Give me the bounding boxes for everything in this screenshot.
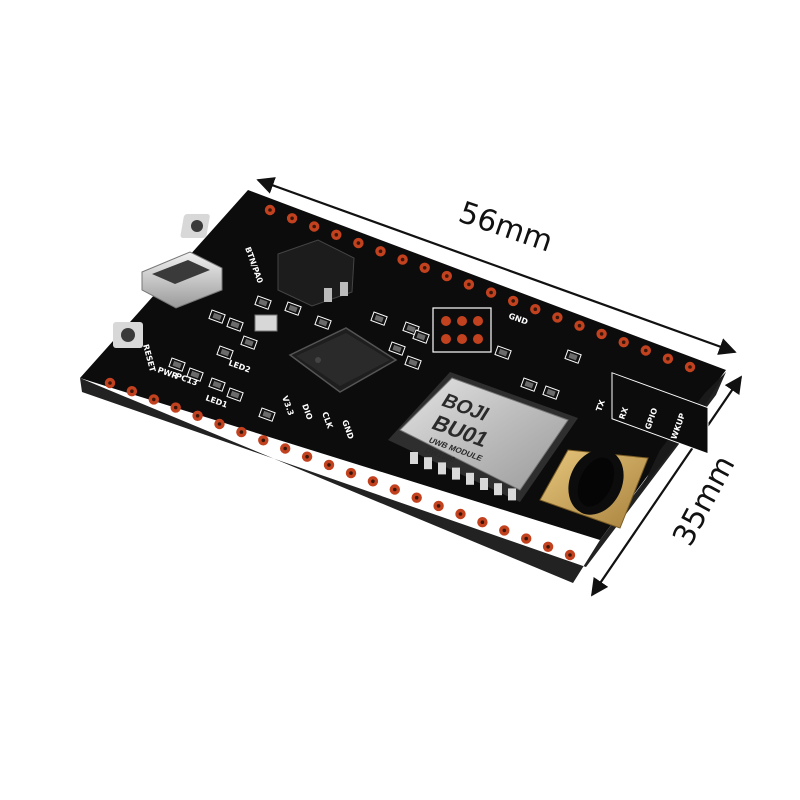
pin-tx-label: TX (594, 398, 607, 413)
smd-component-body (244, 338, 254, 347)
swd-pad-block (432, 307, 492, 353)
bottom-header-pad-hole (239, 430, 244, 434)
top-header-pad-hole (577, 323, 582, 328)
micro-usb-connector (141, 251, 223, 309)
smd-component-body (262, 410, 272, 419)
bottom-header-pad-hole (195, 414, 200, 418)
top-header-pad-hole (688, 365, 692, 369)
top-header-pad-hole (290, 216, 294, 221)
module-pad (480, 478, 488, 490)
module-pad (452, 467, 460, 480)
smd-component-body (258, 298, 268, 307)
bottom-header-pad-hole (305, 454, 309, 459)
bottom-header-pad-hole (152, 397, 156, 402)
smd-component-body (212, 312, 222, 321)
bottom-header-pad-hole (349, 471, 353, 475)
top-header-pads (264, 204, 696, 373)
top-header-pad-hole (621, 340, 626, 345)
smd-component-body (190, 370, 200, 379)
boot-button (180, 214, 210, 238)
watermark-text: taobao.com (179, 427, 269, 472)
smd-components (168, 295, 582, 422)
smd-component-body (416, 332, 426, 341)
bottom-header-pad-hole (436, 504, 441, 508)
bottom-header-pads (104, 377, 576, 561)
top-header-pad-hole (312, 224, 317, 229)
bottom-header-pad-hole (524, 536, 528, 541)
smd-component-body (230, 390, 240, 399)
bottom-header-pad-hole (393, 487, 397, 492)
bottom-header-pad-hole (130, 389, 134, 394)
width-label: 56mm (454, 195, 557, 260)
smd-component-body (288, 304, 298, 313)
height-arrow (591, 375, 742, 597)
smd-component-body (212, 380, 222, 389)
smd-component-body (318, 318, 328, 327)
smd-component-body (392, 344, 402, 353)
bottom-header-pad-hole (414, 495, 419, 500)
reset-button (113, 322, 143, 348)
crystal-oscillator (254, 314, 278, 332)
top-header-pad-hole (268, 208, 272, 212)
top-header-pad-hole (644, 348, 648, 353)
top-header-pad-hole (356, 241, 361, 245)
height-label: 35mm (666, 450, 742, 552)
bottom-header-pad-hole (261, 438, 266, 443)
module-castellated-pads (410, 452, 516, 501)
module-pad (424, 457, 432, 470)
pcb-board (80, 190, 726, 540)
mcu-chip (288, 327, 398, 393)
bottom-header-pad-hole (568, 553, 572, 557)
smd-component-body (406, 324, 416, 333)
top-header-pad-hole (422, 266, 427, 270)
uwb-module: BOJI BU01 UWB MODULE DW1000 (388, 372, 578, 502)
top-header-pad-hole (666, 356, 670, 361)
bottom-header-pad-hole (480, 520, 485, 524)
bottom-header-pad-hole (327, 463, 331, 467)
smd-component-body (172, 360, 182, 369)
bottom-header-pad-hole (283, 446, 288, 451)
rf-shield-can (399, 377, 569, 491)
top-header-pad-hole (533, 307, 538, 312)
pin-rx-label: RX (617, 405, 630, 420)
module-pad (466, 472, 474, 485)
bottom-header-pad-hole (217, 422, 222, 426)
module-pad (438, 462, 446, 475)
top-header-pad-hole (400, 257, 405, 262)
width-arrow (256, 177, 737, 355)
smd-component-body (374, 314, 384, 323)
bottom-header-pad-hole (458, 512, 463, 516)
smd-component-body (220, 348, 230, 357)
top-header-pad-hole (334, 233, 339, 237)
voltage-regulator (277, 239, 355, 307)
module-pin-labels: TX RX GPIO WKUP (594, 372, 709, 455)
smd-component-body (568, 352, 578, 361)
smd-component-body (546, 388, 556, 397)
module-pad (410, 452, 418, 464)
bottom-header-pad-hole (108, 381, 112, 385)
top-header-pad-hole (378, 249, 383, 254)
smd-component-body (498, 348, 508, 357)
bottom-header-pad-hole (173, 405, 178, 410)
top-header-pad-hole (489, 290, 493, 295)
smd-component-body (230, 320, 240, 329)
bottom-header-pad-hole (502, 528, 507, 533)
smd-component-body (524, 380, 534, 389)
bottom-header-pad-hole (546, 545, 550, 549)
smd-component-body (408, 358, 418, 367)
module-pad (508, 488, 516, 501)
top-header-pad-hole (555, 315, 560, 320)
top-header-pad-hole (511, 299, 515, 303)
top-header-pad-hole (445, 274, 449, 278)
top-header-pad-hole (599, 332, 604, 336)
bottom-header-pad-hole (371, 479, 375, 484)
uwb-antenna (539, 449, 649, 529)
module-pad (494, 483, 502, 496)
top-header-pad-hole (467, 282, 471, 287)
